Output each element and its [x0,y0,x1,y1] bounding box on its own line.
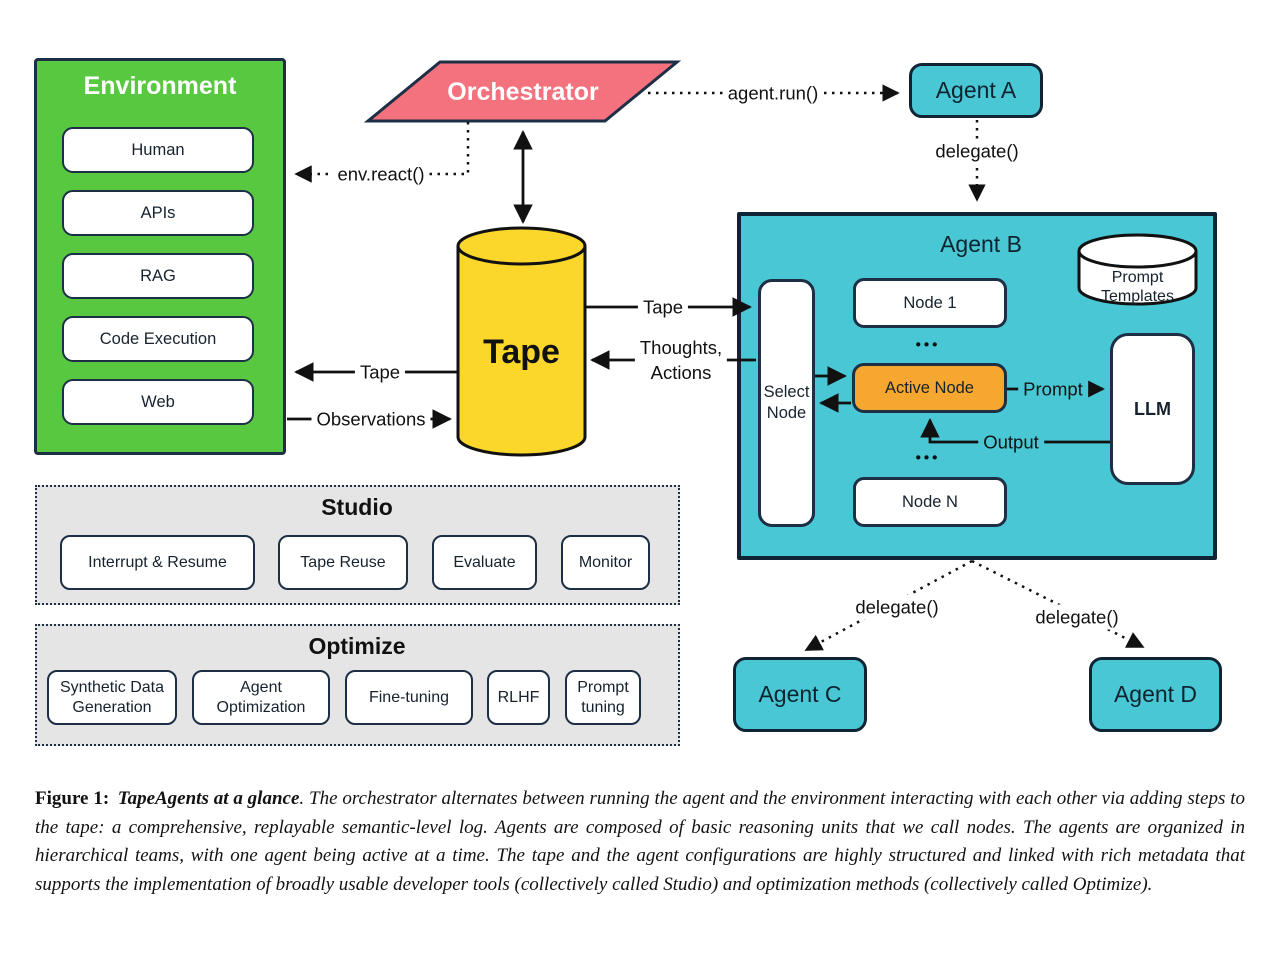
edge-label-thoughts-actions: Thoughts, Actions [634,335,728,385]
studio-item-tape-reuse: Tape Reuse [278,535,408,590]
studio-item-monitor: Monitor [561,535,650,590]
thoughts-line2: Actions [650,362,712,383]
prompt-templates-line1: Prompt [1111,269,1164,286]
tape-label: Tape [483,332,560,371]
optimize-item-synthetic-data: Synthetic Data Generation [47,670,177,725]
orchestrator-label: Orchestrator [447,77,599,106]
optimize-item-fine-tuning: Fine-tuning [345,670,473,725]
llm-box: LLM [1110,333,1195,485]
agent-c-box: Agent C [733,657,867,732]
caption-body: . The orchestrator alternates between ru… [35,788,1245,895]
node-n-box: Node N [853,477,1007,527]
env-item-apis: APIs [62,190,254,236]
prompt-templates-label: Prompt Templates [1077,266,1198,308]
thoughts-line1: Thoughts, [639,337,723,358]
edge-label-output: Output [978,429,1044,455]
node-1-box: Node 1 [853,278,1007,328]
studio-item-evaluate: Evaluate [432,535,537,590]
select-node-box: Select Node [758,279,815,527]
active-node-box: Active Node [852,363,1007,413]
optimize-item-agent-optimization: Agent Optimization [192,670,330,725]
optimize-item-prompt-tuning: Prompt tuning [565,670,641,725]
edge-label-delegate-d: delegate() [1030,604,1124,630]
edge-label-delegate-a: delegate() [930,138,1024,164]
studio-item-interrupt-resume: Interrupt & Resume [60,535,255,590]
env-item-web: Web [62,379,254,425]
agent-a-box: Agent A [909,63,1043,118]
ellipsis-top: ••• [915,336,941,354]
env-item-rag: RAG [62,253,254,299]
optimize-item-rlhf: RLHF [487,670,550,725]
edge-label-agent-run: agent.run() [722,80,824,106]
ellipsis-bottom: ••• [915,449,941,467]
prompt-templates-line2: Templates [1101,288,1174,305]
edge-label-env-react: env.react() [332,161,430,187]
env-item-human: Human [62,127,254,173]
edge-label-observations: Observations [311,406,431,432]
caption-title: TapeAgents at a glance [117,788,300,809]
environment-title: Environment [83,71,237,100]
edge-label-tape-left: Tape [354,359,406,385]
edge-label-tape-right: Tape [637,294,689,320]
select-node-label-line2: Node [766,404,807,422]
edge-label-prompt: Prompt [1018,376,1088,402]
agent-d-box: Agent D [1089,657,1222,732]
agent-b-title: Agent B [940,230,1022,257]
edge-label-delegate-c: delegate() [850,594,944,620]
studio-title: Studio [321,493,393,520]
caption-label: Figure 1: [35,788,110,809]
env-item-code-execution: Code Execution [62,316,254,362]
select-node-label-line1: Select [763,383,810,402]
figure-caption: Figure 1: TapeAgents at a glance. The orc… [35,785,1245,899]
optimize-title: Optimize [308,632,406,659]
